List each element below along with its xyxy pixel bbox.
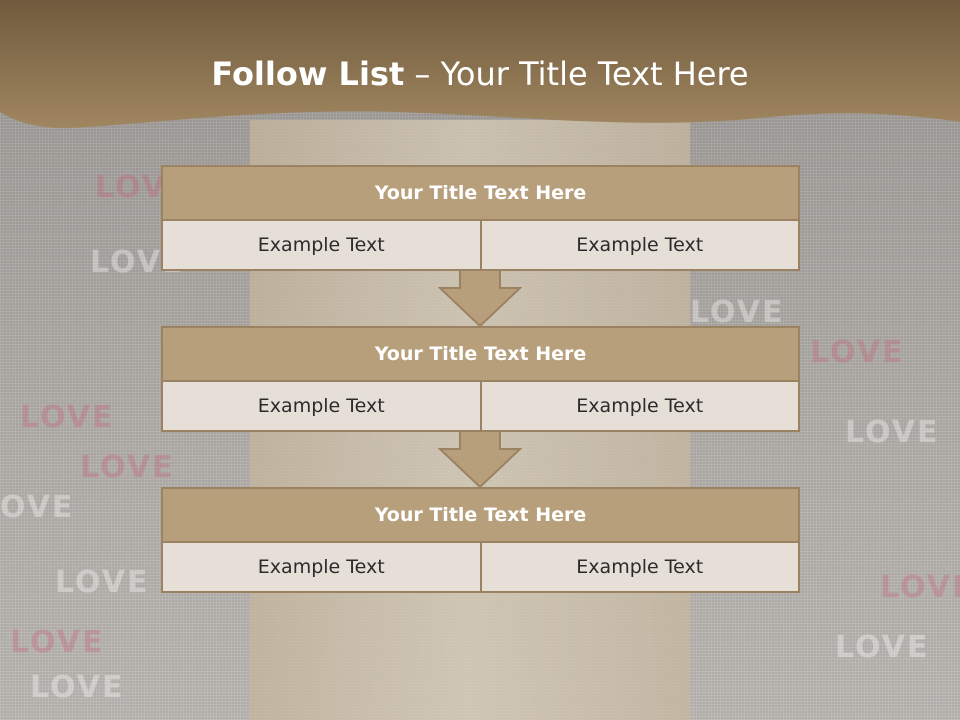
flow-step-2: Your Title Text Here Example Text Exampl… bbox=[161, 326, 800, 432]
flow-step-1: Your Title Text Here Example Text Exampl… bbox=[161, 165, 800, 271]
step-title: Your Title Text Here bbox=[161, 326, 800, 382]
step-cell-left: Example Text bbox=[161, 543, 480, 593]
step-cell-right: Example Text bbox=[479, 382, 800, 432]
down-arrow-icon bbox=[438, 270, 522, 328]
step-cell-right: Example Text bbox=[479, 221, 800, 271]
down-arrow-icon bbox=[438, 431, 522, 489]
header-band bbox=[0, 0, 960, 129]
step-title: Your Title Text Here bbox=[161, 487, 800, 543]
step-cell-left: Example Text bbox=[161, 382, 480, 432]
flow-step-3: Your Title Text Here Example Text Exampl… bbox=[161, 487, 800, 593]
slide-title-rest: – Your Title Text Here bbox=[414, 55, 749, 93]
step-cell-left: Example Text bbox=[161, 221, 480, 271]
step-cell-right: Example Text bbox=[479, 543, 800, 593]
slide-title-bold: Follow List bbox=[211, 55, 405, 93]
slide-title: Follow List – Your Title Text Here bbox=[0, 55, 960, 93]
step-title: Your Title Text Here bbox=[161, 165, 800, 221]
